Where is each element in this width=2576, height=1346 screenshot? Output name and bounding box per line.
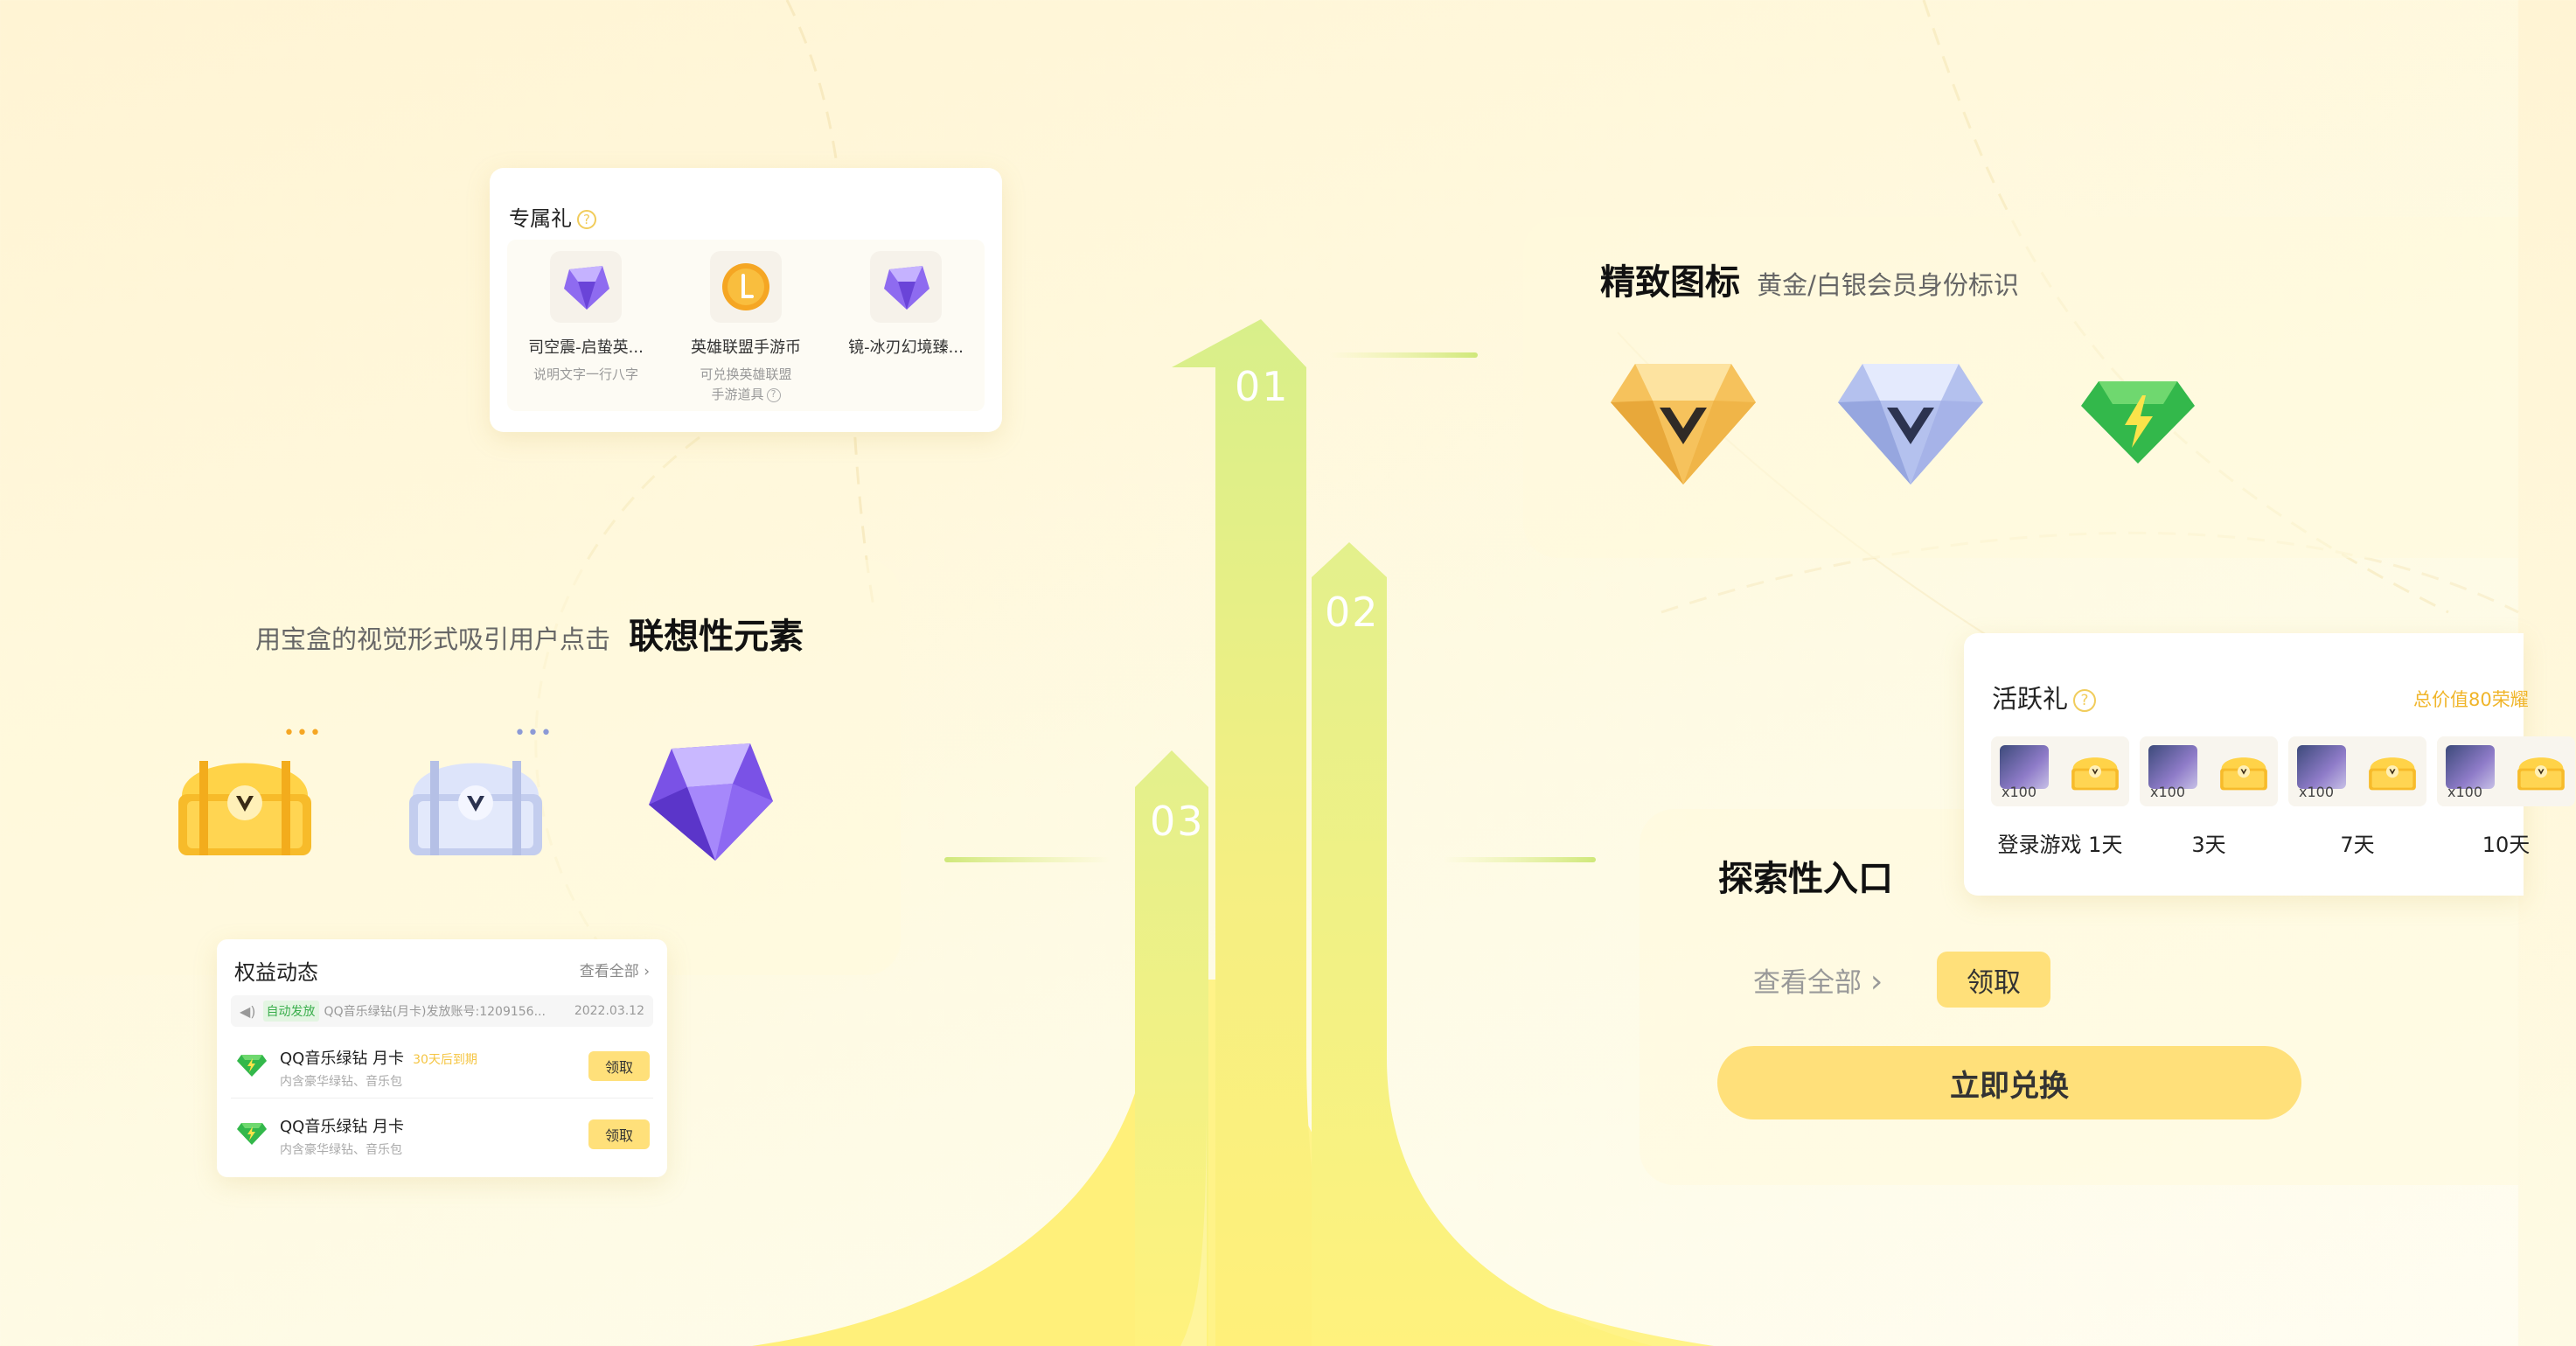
auto-issue-tag: 自动发放 bbox=[262, 1001, 319, 1022]
claim-button[interactable]: 领取 bbox=[588, 1119, 650, 1149]
reward-count: x100 bbox=[2150, 784, 2186, 800]
association-heading: 用宝盒的视觉形式吸引用户点击 联想性元素 bbox=[255, 608, 804, 659]
chevron-right-icon: › bbox=[644, 963, 650, 980]
claim-button[interactable]: 领取 bbox=[588, 1051, 650, 1081]
expire-tag: 30天后到期 bbox=[413, 1053, 477, 1067]
reward-count: x100 bbox=[2447, 784, 2483, 800]
gift-item[interactable]: 英雄联盟手游币 可兑换英雄联盟 手游道具? bbox=[667, 251, 825, 405]
gold-treasure-box-icon bbox=[2369, 757, 2416, 791]
silver-treasure-box-icon[interactable] bbox=[404, 743, 547, 861]
view-all-link[interactable]: 查看全部 › bbox=[579, 963, 650, 980]
purple-gem-icon bbox=[564, 266, 609, 310]
reward-count: x100 bbox=[2299, 784, 2335, 800]
more-dots-icon: ••• bbox=[514, 722, 553, 744]
benefits-card: 权益动态 查看全部 › ◀) 自动发放 QQ音乐绿钻(月卡)发放账号:12091… bbox=[217, 939, 667, 1177]
icons-title: 精致图标 bbox=[1600, 262, 1740, 303]
icons-heading: 精致图标 黄金/白银会员身份标识 bbox=[1600, 254, 2019, 304]
day-label: 3天 bbox=[2191, 833, 2226, 857]
avatar bbox=[2000, 745, 2049, 789]
benefits-title: 权益动态 bbox=[234, 960, 318, 985]
reward-count: x100 bbox=[2002, 784, 2037, 800]
day-reward-item[interactable]: x100 3天 bbox=[2139, 736, 2279, 868]
total-value-label: 总价值80荣耀 bbox=[2413, 689, 2529, 710]
notice-bar[interactable]: ◀) 自动发放 QQ音乐绿钻(月卡)发放账号:1209156... 2022.0… bbox=[231, 995, 653, 1027]
explore-title: 探索性入口 bbox=[1718, 859, 1893, 899]
association-subtitle: 用宝盒的视觉形式吸引用户点击 bbox=[255, 624, 611, 654]
speaker-icon: ◀) bbox=[240, 1002, 256, 1020]
exclusive-gift-card: 专属礼? 司空震-启蛰英... 说明文字一行八字 英雄联盟手游币 可兑换英雄联盟… bbox=[490, 168, 1002, 432]
day-label: 7天 bbox=[2340, 833, 2375, 857]
green-diamond-icon bbox=[2081, 381, 2195, 464]
purple-gem-icon[interactable] bbox=[645, 740, 775, 862]
step-number-03: 03 bbox=[1150, 798, 1205, 845]
chevron-right-icon: › bbox=[1869, 964, 1883, 1000]
step-number-02: 02 bbox=[1325, 589, 1380, 636]
day-reward-item[interactable]: x100 10天 bbox=[2436, 736, 2576, 868]
exclusive-gift-title: 专属礼? bbox=[509, 201, 596, 232]
green-diamond-icon bbox=[237, 1123, 267, 1145]
benefit-row: QQ音乐绿钻 月卡 内含豪华绿钻、音乐包 领取 bbox=[231, 1104, 653, 1167]
day-label: 登录游戏 1天 bbox=[1997, 833, 2123, 857]
day-label: 10天 bbox=[2482, 833, 2531, 857]
silver-diamond-icon bbox=[1838, 364, 1983, 485]
step-number-01: 01 bbox=[1235, 363, 1290, 410]
help-icon[interactable]: ? bbox=[577, 210, 596, 229]
day-reward-item[interactable]: x100 登录游戏 1天 bbox=[1990, 736, 2130, 868]
purple-gem-icon bbox=[884, 266, 929, 310]
avatar bbox=[2297, 745, 2346, 789]
more-dots-icon: ••• bbox=[283, 722, 323, 744]
avatar bbox=[2446, 745, 2495, 789]
avatar bbox=[2148, 745, 2197, 789]
gold-treasure-box-icon[interactable] bbox=[173, 743, 317, 861]
day-reward-item[interactable]: x100 7天 bbox=[2287, 736, 2427, 868]
gold-treasure-box-icon bbox=[2220, 757, 2267, 791]
gold-coin-icon bbox=[722, 263, 769, 310]
gift-item[interactable]: 镜-冰刃幻境臻... bbox=[827, 251, 985, 358]
view-all-link[interactable]: 查看全部 › bbox=[1753, 964, 1883, 1000]
gold-diamond-icon bbox=[1611, 364, 1756, 485]
background-decoration bbox=[534, 0, 2519, 1346]
green-diamond-icon bbox=[237, 1055, 267, 1077]
redeem-now-button[interactable]: 立即兑换 bbox=[1717, 1046, 2301, 1119]
help-icon[interactable]: ? bbox=[766, 387, 781, 402]
claim-button[interactable]: 领取 bbox=[1937, 952, 2050, 1008]
gift-item[interactable]: 司空震-启蛰英... 说明文字一行八字 bbox=[507, 251, 665, 383]
active-gift-title: 活跃礼? bbox=[1992, 679, 2097, 715]
help-icon[interactable]: ? bbox=[2073, 689, 2097, 712]
gold-treasure-box-icon bbox=[2517, 757, 2565, 791]
association-title: 联想性元素 bbox=[629, 617, 804, 657]
gold-treasure-box-icon bbox=[2071, 757, 2119, 791]
icons-subtitle: 黄金/白银会员身份标识 bbox=[1757, 270, 2019, 300]
